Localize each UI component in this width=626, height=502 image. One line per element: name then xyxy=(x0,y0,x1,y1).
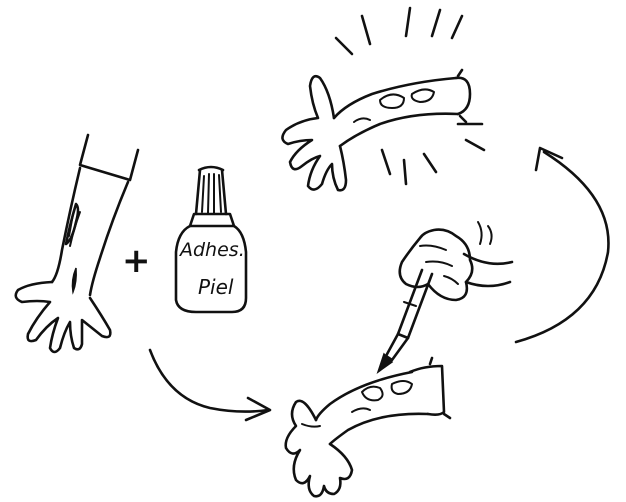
brush-hand xyxy=(376,221,514,374)
wound-mark xyxy=(64,202,81,295)
adhesive-bottle: Adhes. Piel xyxy=(174,165,248,314)
bottle-label-line1: Adhes. xyxy=(178,239,245,261)
arrow-to-healed xyxy=(514,146,610,344)
shine-lines xyxy=(334,6,486,186)
healed-arm xyxy=(281,6,486,192)
arrow-to-application xyxy=(148,348,272,422)
plus-sign: + xyxy=(122,241,151,281)
bottle-label-line2: Piel xyxy=(198,275,234,299)
applying-arm xyxy=(284,356,452,498)
wounded-arm xyxy=(14,133,140,354)
